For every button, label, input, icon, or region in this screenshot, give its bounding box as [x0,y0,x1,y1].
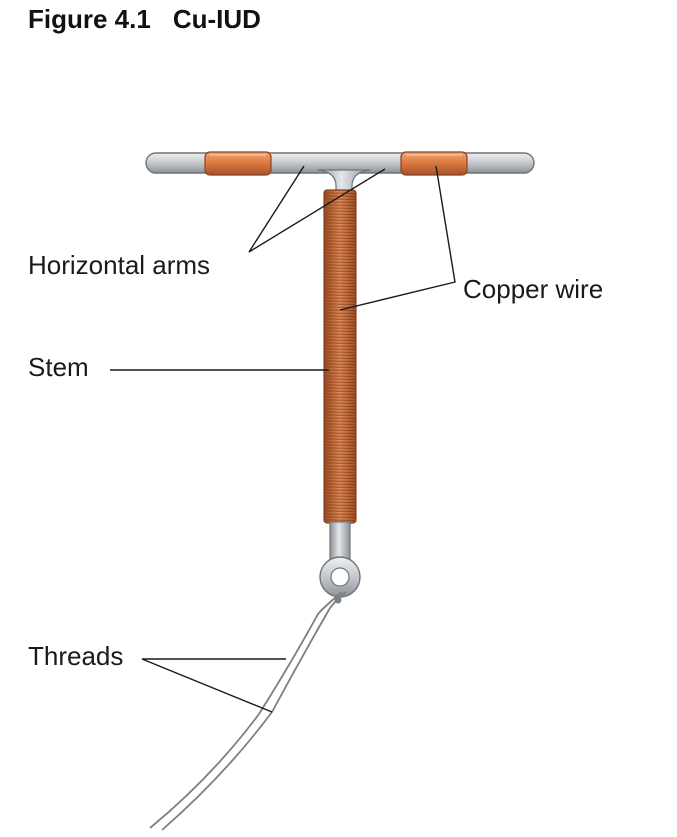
threads [149,591,347,831]
leader-horizontal-arms [248,165,386,253]
figure-number: Figure 4.1 [28,4,151,34]
copper-sleeve-left [204,151,272,176]
retrieval-ring [319,556,361,598]
leader-threads [141,658,286,713]
copper-sleeve-right [400,151,468,176]
label-stem: Stem [28,352,89,382]
label-threads: Threads [28,641,123,671]
figure-title: Figure 4.1 Cu-IUD [28,4,261,35]
label-horizontal-arms: Horizontal arms [28,250,210,280]
figure-caption: Cu-IUD [172,4,261,34]
leader-copper-wire [339,165,456,311]
leader-lines [110,165,456,713]
label-copper-wire: Copper wire [463,274,603,304]
stem-copper-coil [323,189,357,524]
